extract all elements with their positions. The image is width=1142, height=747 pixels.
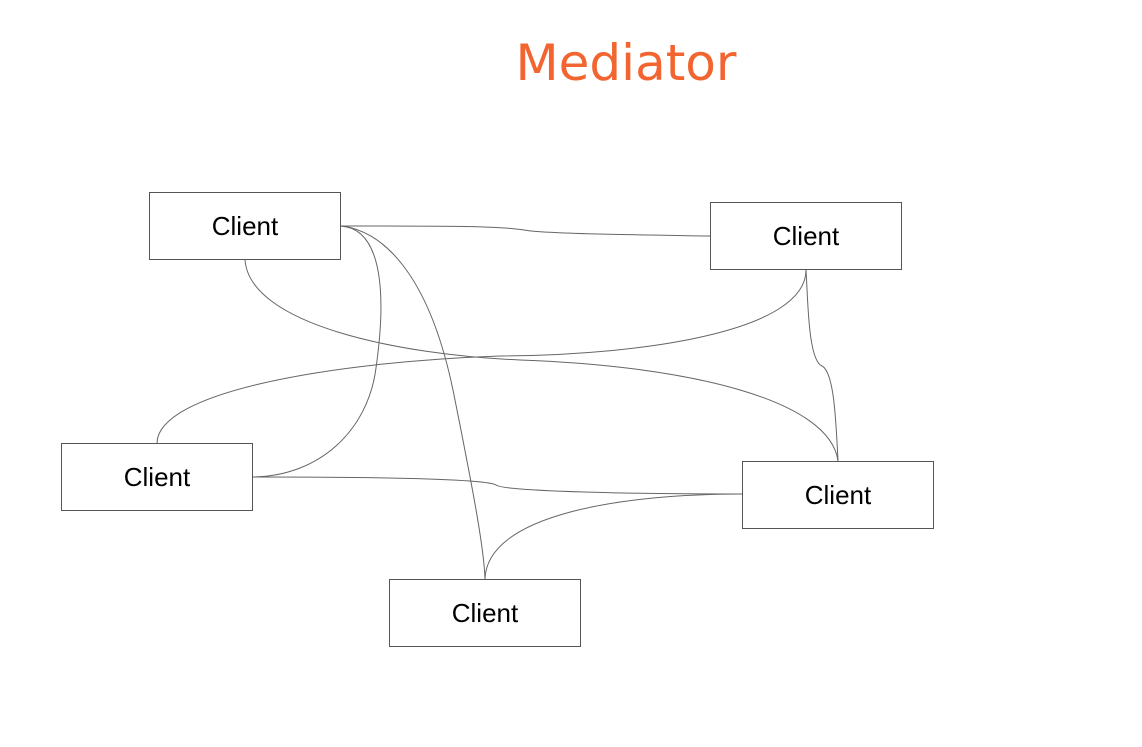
client-node[interactable]: Client — [710, 202, 902, 270]
client-label: Client — [804, 479, 872, 510]
edge-n1-n3 — [252, 225, 382, 478]
edge-n2-n4 — [805, 269, 839, 462]
edge-n2-n3 — [156, 269, 807, 444]
client-label: Client — [451, 597, 519, 628]
client-label: Client — [772, 220, 840, 251]
client-node[interactable]: Client — [149, 192, 341, 260]
client-label: Client — [123, 461, 191, 492]
edge-n1-n2 — [340, 225, 711, 237]
client-label: Client — [211, 210, 279, 241]
client-node[interactable]: Client — [389, 579, 581, 647]
page-title: Mediator — [515, 34, 737, 92]
client-node[interactable]: Client — [61, 443, 253, 511]
edge-n3-n4 — [252, 476, 743, 495]
edge-n1-n4 — [244, 259, 839, 462]
client-node[interactable]: Client — [742, 461, 934, 529]
edge-n4-n5 — [484, 493, 743, 580]
edge-n1-n5 — [340, 225, 486, 580]
